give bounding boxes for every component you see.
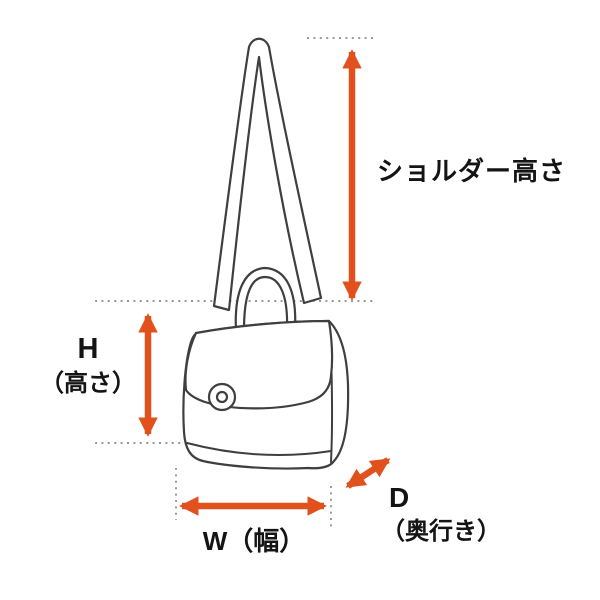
- guide-lines: [95, 37, 375, 527]
- depth-caption-label: （奥行き）: [381, 518, 501, 546]
- height-label: H: [77, 333, 99, 365]
- depth-label: D: [389, 482, 410, 513]
- depth-arrow: [345, 457, 391, 489]
- bag-drawing: [182, 37, 350, 470]
- shoulder-height-label: ショルダー高さ: [377, 156, 567, 186]
- dimension-arrows: [138, 49, 391, 516]
- height-caption-label: （高さ）: [40, 370, 136, 398]
- height-label-group: H （高さ）: [28, 333, 148, 398]
- bag-bottom-seam: [186, 442, 332, 457]
- clasp-button-center: [215, 390, 229, 404]
- depth-label-group: D （奥行き）: [381, 482, 501, 546]
- width-label: W（幅）: [202, 526, 306, 556]
- front-flap: [184, 319, 334, 410]
- shoulder-strap: [212, 37, 323, 312]
